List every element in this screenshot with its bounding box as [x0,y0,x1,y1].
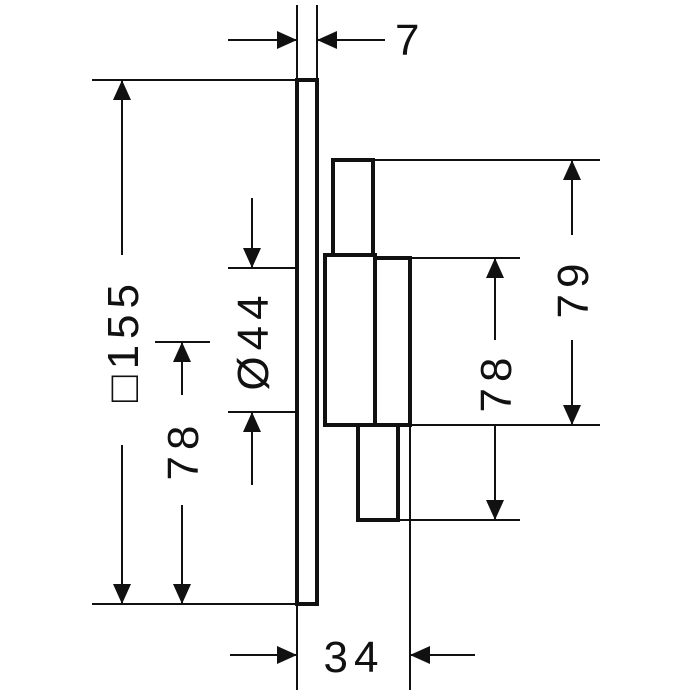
dim-label-body-depth: 34 [324,633,385,682]
dim-label-plate-square: □155 [99,278,148,402]
dim-label-body-height: 79 [549,258,598,319]
dim-label-body-offset: 78 [472,352,521,413]
valve-body-rear [373,256,412,427]
valve-body [323,253,377,427]
dim-label-outlet-diameter: Ø44 [229,289,278,390]
valve-stem-bottom [356,423,400,522]
dim-label-plate-thickness: 7 [395,16,425,65]
cover-plate [295,78,319,606]
dim-label-lower-offset: 78 [159,420,208,481]
valve-cap-top [331,158,375,257]
